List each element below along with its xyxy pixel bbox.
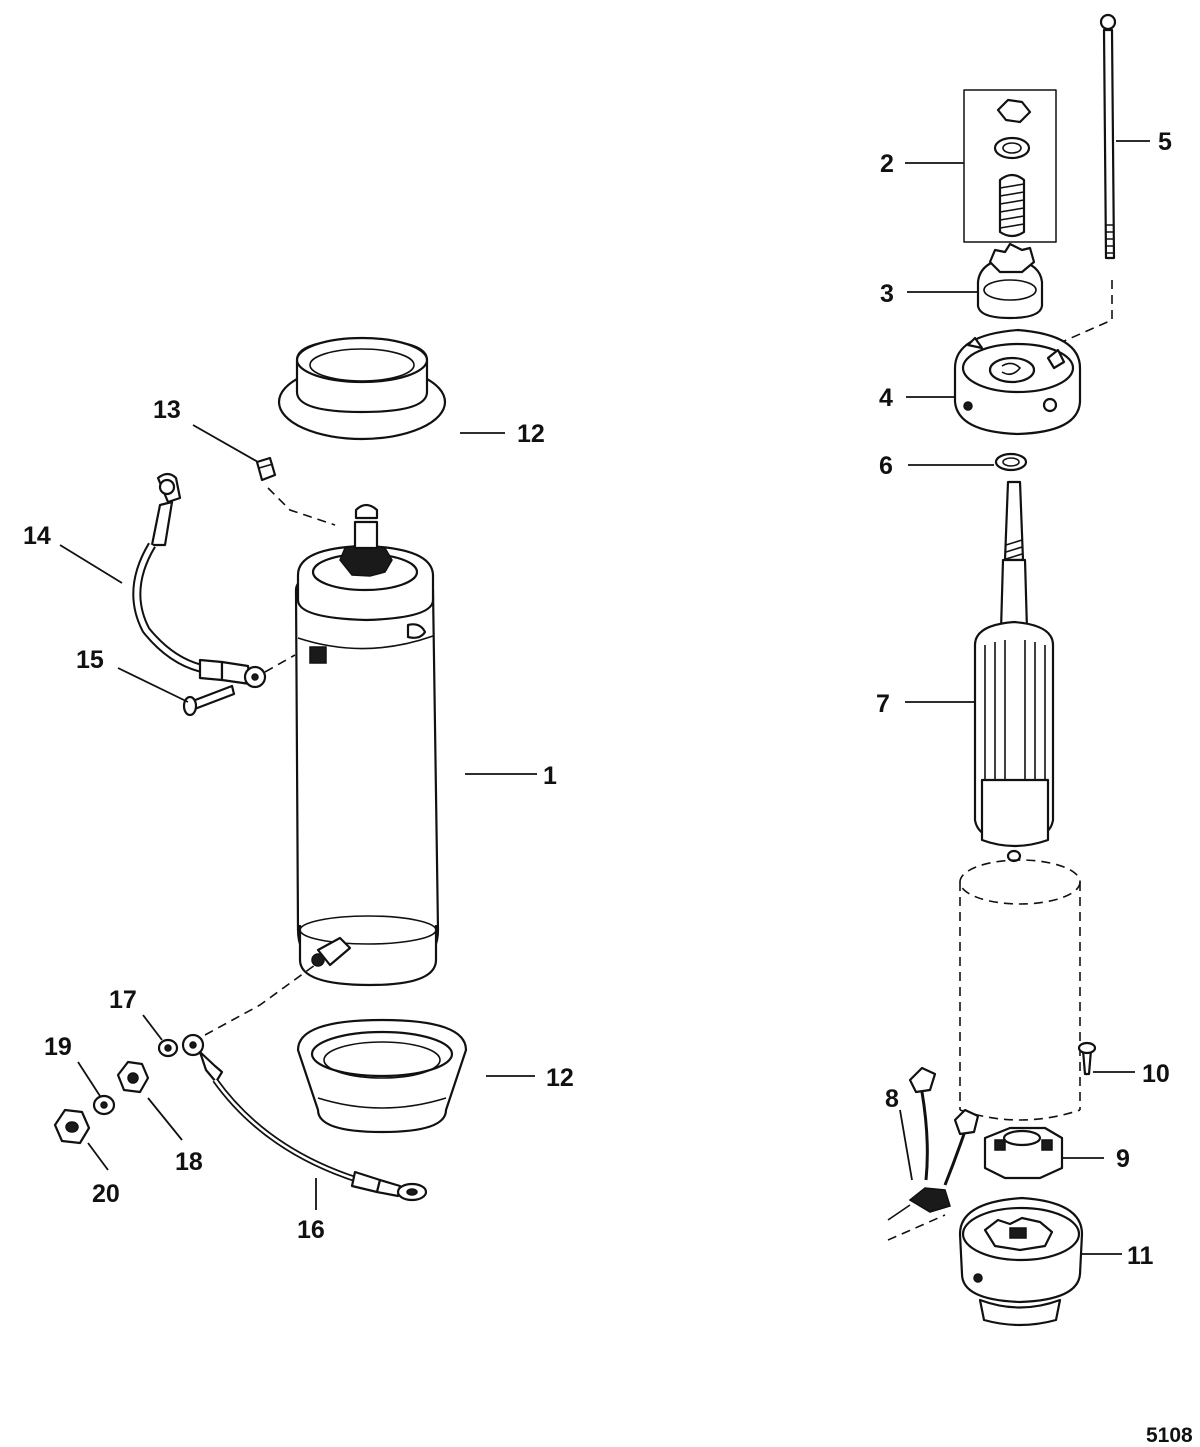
- part-8-brushes: [887, 1066, 980, 1241]
- callout-9: 9: [1116, 1145, 1130, 1173]
- part-5-through-bolt: [1099, 13, 1117, 260]
- leader-lines: [59, 140, 1150, 1255]
- part-2-drive-kit: [963, 89, 1057, 243]
- figure-number: 5108: [1146, 1424, 1193, 1447]
- callout-14: 14: [23, 522, 51, 550]
- callout-13: 13: [153, 396, 181, 424]
- callout-11: 11: [1127, 1242, 1154, 1270]
- callout-8: 8: [885, 1085, 899, 1113]
- callout-19: 19: [44, 1033, 72, 1061]
- motor-frame-phantom: [959, 859, 1081, 1121]
- callout-1: 1: [543, 762, 557, 790]
- callout-12-bottom: 12: [546, 1064, 574, 1092]
- callout-12-top: 12: [517, 420, 545, 448]
- callout-2: 2: [880, 150, 894, 178]
- callout-15: 15: [76, 646, 104, 674]
- part-3-drive-gear: [976, 242, 1044, 320]
- part-12-top-cap-ring: [277, 336, 447, 441]
- callout-7: 7: [876, 690, 890, 718]
- callout-6: 6: [879, 452, 893, 480]
- callout-5: 5: [1158, 128, 1172, 156]
- part-14-cable: [132, 472, 267, 689]
- callout-18: 18: [175, 1148, 203, 1176]
- part-11-end-cap: [958, 1196, 1084, 1327]
- part-20-nut: [53, 1108, 91, 1145]
- callout-4: 4: [879, 384, 893, 412]
- part-18-nut: [116, 1060, 150, 1094]
- part-7-armature: [973, 480, 1055, 863]
- part-16-ground-cable: [181, 1033, 428, 1202]
- part-12-bottom-cap-ring: [296, 1018, 468, 1134]
- part-19-lock-washer: [92, 1094, 116, 1116]
- part-1-starter-motor: [294, 503, 440, 987]
- part-4-end-cap: [953, 328, 1082, 436]
- part-17-lock-washer: [157, 1038, 179, 1058]
- part-10-screw: [1077, 1041, 1097, 1076]
- callout-3: 3: [880, 280, 894, 308]
- part-13-terminal-nut: [255, 456, 277, 482]
- callout-20: 20: [92, 1180, 120, 1208]
- part-6-o-ring: [994, 452, 1028, 472]
- callout-16: 16: [297, 1216, 325, 1244]
- callout-17: 17: [109, 986, 137, 1014]
- part-9-brush-holder: [983, 1126, 1064, 1180]
- part-15-screw: [182, 684, 236, 717]
- callout-10: 10: [1142, 1060, 1170, 1088]
